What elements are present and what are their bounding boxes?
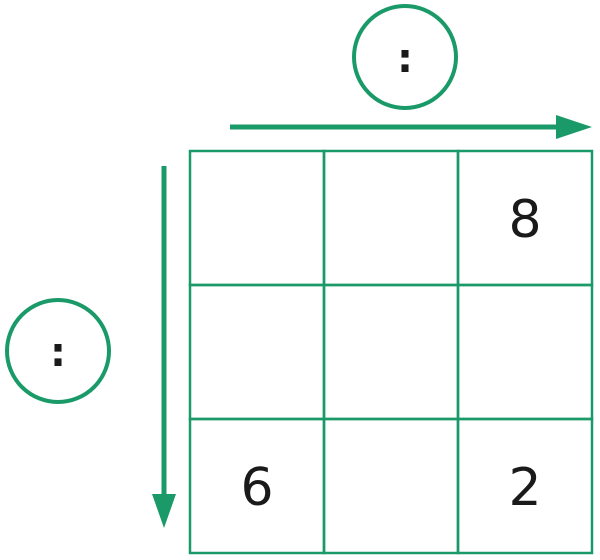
horizontal-arrow-head xyxy=(556,115,592,139)
grid-cell-r1-c2[interactable] xyxy=(322,149,460,287)
vertical-arrow-head xyxy=(152,494,176,528)
left-operator-circle xyxy=(5,298,111,404)
top-operator: : xyxy=(352,4,458,110)
number-grid: 8 6 2 xyxy=(188,149,594,555)
top-operator-symbol: : xyxy=(397,36,413,82)
grid-cell-value-r3-c3: 2 xyxy=(508,458,541,518)
top-operator-circle xyxy=(352,4,458,110)
grid-cell-r2-c3[interactable] xyxy=(456,283,594,421)
vertical-arrow xyxy=(152,166,176,528)
horizontal-arrow xyxy=(230,115,592,139)
grid-cell-r2-c2[interactable] xyxy=(322,283,460,421)
left-operator-symbol: : xyxy=(50,330,66,376)
left-operator: : xyxy=(5,298,111,404)
grid-cell-r1-c1[interactable] xyxy=(188,149,326,287)
grid-cell-value-r3-c1: 6 xyxy=(240,458,273,518)
grid-cell-r2-c1[interactable] xyxy=(188,283,326,421)
grid-cell-r3-c2[interactable] xyxy=(322,417,460,555)
grid-cell-r3-c3[interactable] xyxy=(456,417,594,555)
grid-cell-value-r1-c3: 8 xyxy=(508,190,541,250)
